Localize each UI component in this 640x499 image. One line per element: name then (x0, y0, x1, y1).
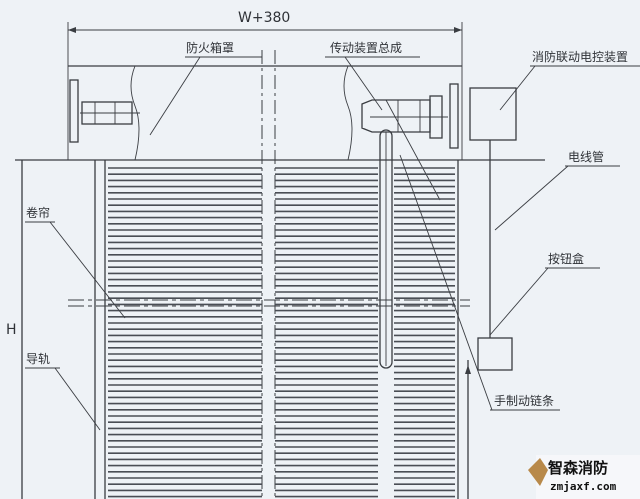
width-dimension: W+380 (67, 10, 463, 160)
label-drive: 传动装置总成 (330, 40, 402, 55)
hand-brake-chain (379, 99, 441, 369)
height-label: H (6, 322, 17, 338)
label-button-box: 按钮盒 (548, 251, 584, 266)
label-curtain: 卷帘 (26, 205, 50, 220)
drive-assembly (361, 83, 459, 149)
left-bracket (69, 79, 140, 143)
button-box (477, 337, 513, 371)
logo-icon (528, 458, 548, 486)
width-label: W+380 (238, 10, 290, 26)
leader-lines (25, 56, 640, 431)
control-box (469, 87, 517, 141)
label-chain: 手制动链条 (494, 393, 554, 408)
watermark-url: zmjaxf.com (550, 480, 617, 493)
watermark-name: 智森消防 (548, 459, 608, 477)
guide-rails (21, 160, 471, 499)
label-guide-rail: 导轨 (26, 352, 50, 366)
control-wiring (469, 87, 517, 371)
fire-hood (15, 50, 545, 499)
label-hood: 防火箱罩 (186, 40, 234, 55)
label-conduit: 电线管 (568, 149, 604, 164)
label-control: 消防联动电控装置 (532, 49, 628, 64)
watermark: 智森消防 zmjaxf.com (528, 455, 640, 499)
rolling-curtain (108, 167, 455, 498)
